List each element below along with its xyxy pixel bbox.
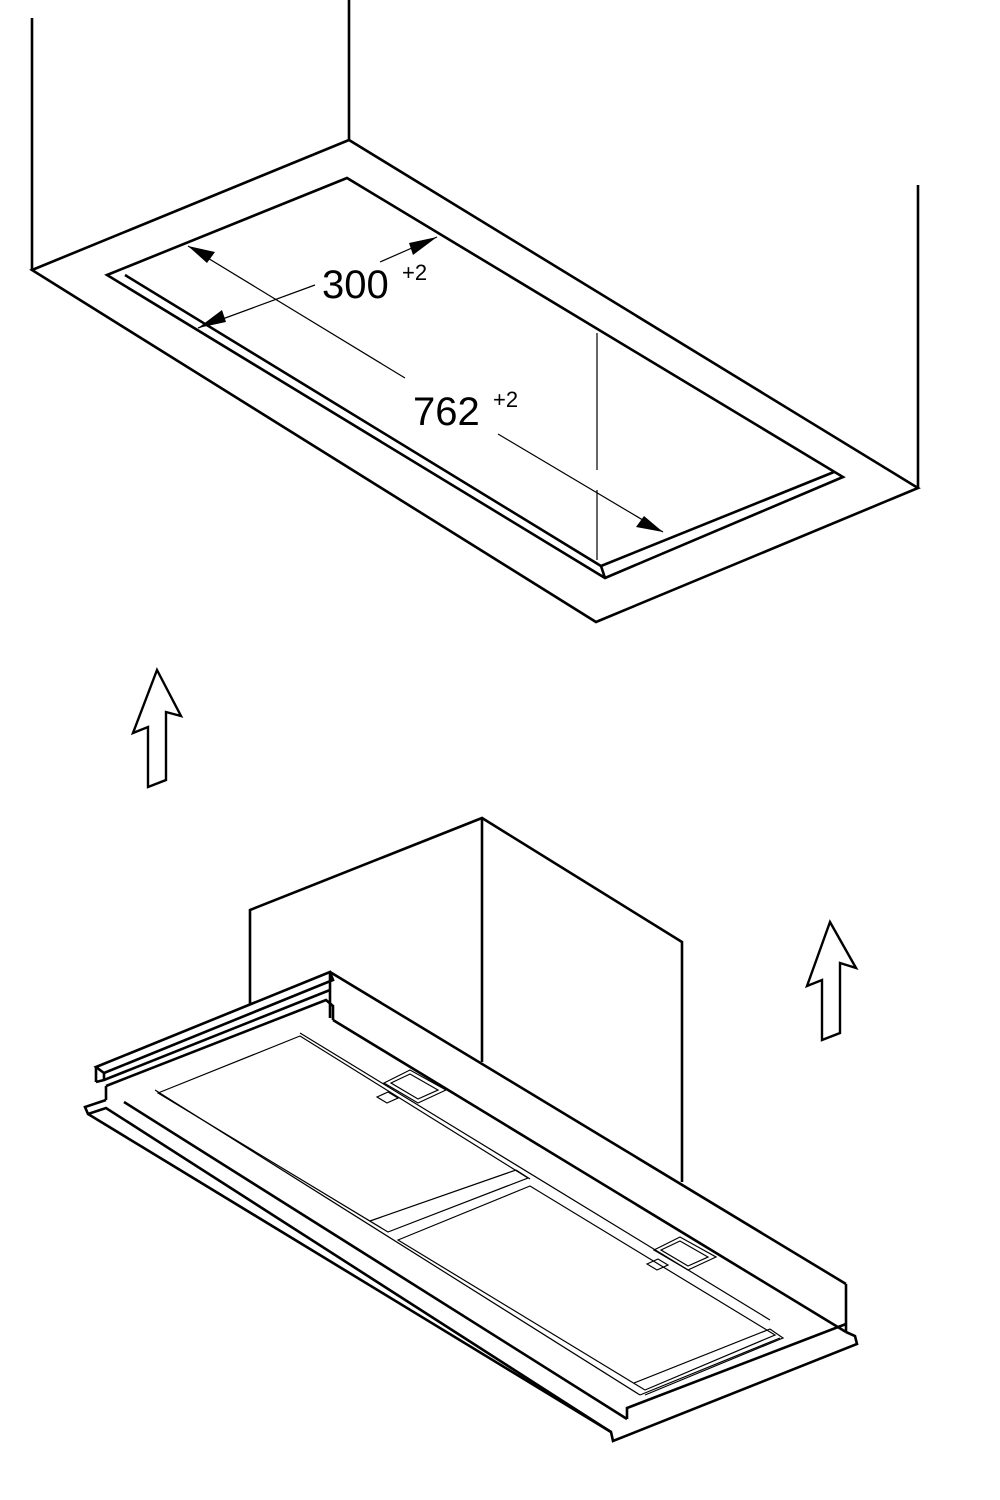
up-arrow-icon <box>130 667 184 789</box>
filter-handle-icon <box>645 1236 718 1271</box>
arrowhead <box>188 246 215 263</box>
width-tolerance-label: +2 <box>402 260 427 285</box>
arrowhead <box>198 310 226 328</box>
length-tolerance-label: +2 <box>493 387 518 412</box>
arrowhead <box>409 237 437 255</box>
ceiling-cutout <box>104 176 846 580</box>
dimension-lines <box>187 236 664 533</box>
arrowhead <box>636 516 663 532</box>
up-arrow-icon <box>804 919 859 1042</box>
hood-chimney-box <box>248 816 684 1182</box>
grease-filter <box>156 1035 531 1233</box>
width-dimension-label: 300 <box>322 263 389 307</box>
grease-filter <box>396 1185 785 1396</box>
hood-body <box>83 970 859 1443</box>
filter-handle-icon <box>375 1069 448 1104</box>
length-dimension-label: 762 <box>413 390 480 434</box>
ceiling-cabinet <box>29 0 921 624</box>
